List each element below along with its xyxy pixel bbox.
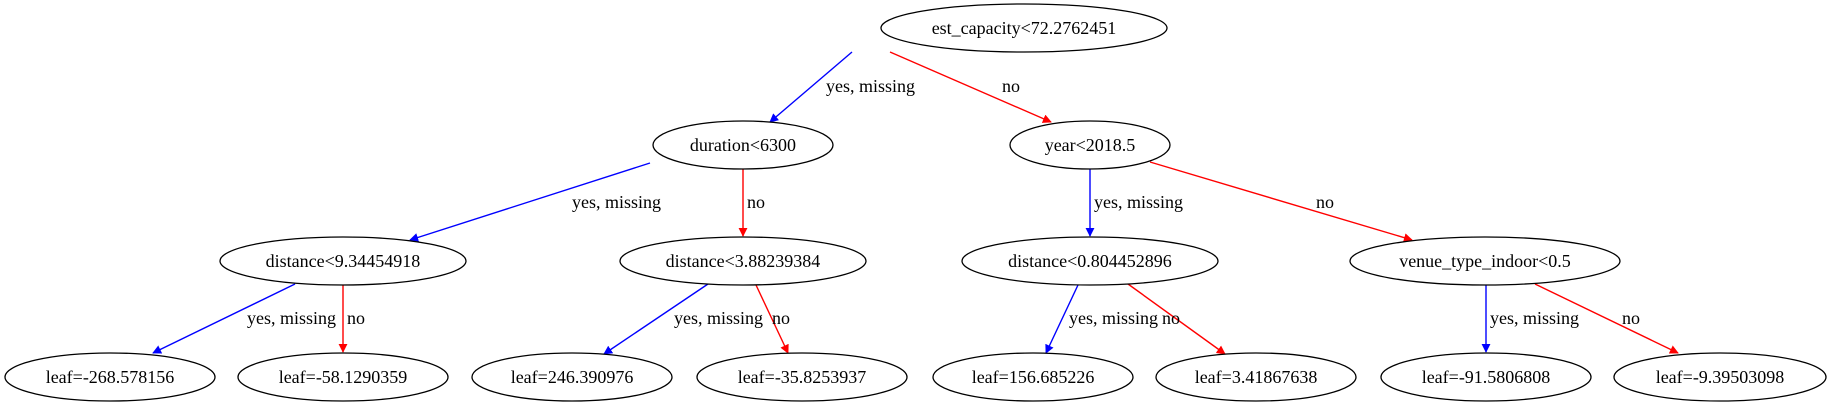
node-ellipse: [880, 3, 1168, 53]
edge-label: no: [1002, 76, 1020, 96]
leaf-node: leaf=3.41867638: [1155, 352, 1357, 402]
edge-arrow: [755, 284, 789, 354]
edge-label: no: [1622, 308, 1640, 328]
edge-arrow: [152, 283, 296, 354]
node-ellipse: [696, 352, 908, 402]
edge-label: no: [347, 308, 365, 328]
split-node: est_capacity<72.2762451: [880, 3, 1168, 53]
edge-arrow: [409, 162, 651, 242]
node-ellipse: [471, 352, 673, 402]
node-label: leaf=-58.1290359: [279, 367, 408, 387]
split-node: distance<3.88239384: [619, 236, 867, 286]
edge-label: yes, missing: [247, 308, 336, 328]
node-label: leaf=246.390976: [511, 367, 634, 387]
node-ellipse: [1349, 236, 1621, 286]
leaf-node: leaf=246.390976: [471, 352, 673, 402]
node-ellipse: [1613, 352, 1827, 402]
edge-arrow: [1149, 161, 1413, 243]
edge-label: yes, missing: [1094, 192, 1183, 212]
edge-n5-n12: no: [1127, 283, 1226, 355]
edge-n1-n3: yes, missing: [409, 162, 661, 242]
node-label: distance<9.34454918: [266, 251, 421, 271]
edge-arrow: [769, 51, 853, 123]
leaf-node: leaf=-9.39503098: [1613, 352, 1827, 402]
node-label: distance<3.88239384: [666, 251, 821, 271]
edge-label: no: [1162, 308, 1180, 328]
edge-arrow: [1534, 283, 1679, 354]
leaf-node: leaf=-268.578156: [4, 352, 216, 402]
edge-label: yes, missing: [1069, 308, 1158, 328]
edge-label: yes, missing: [674, 308, 763, 328]
edge-n0-n2: no: [889, 51, 1052, 123]
node-ellipse: [1009, 120, 1171, 170]
node-ellipse: [1155, 352, 1357, 402]
edge-arrow: [1045, 284, 1079, 354]
edge-label: no: [1316, 192, 1334, 212]
edge-label: yes, missing: [572, 192, 661, 212]
nodes-layer: est_capacity<72.2762451 duration<6300 year…: [4, 3, 1827, 402]
edge-label: no: [747, 192, 765, 212]
node-ellipse: [652, 120, 834, 170]
edge-label: no: [772, 308, 790, 328]
edge-n6-n14: no: [1534, 283, 1679, 354]
node-label: leaf=-268.578156: [46, 367, 175, 387]
leaf-node: leaf=-58.1290359: [237, 352, 449, 402]
edge-n1-n4: no: [738, 169, 765, 237]
node-ellipse: [619, 236, 867, 286]
edge-label: yes, missing: [1490, 308, 1579, 328]
split-node: distance<0.804452896: [961, 236, 1219, 286]
edge-n6-n13: yes, missing: [1481, 285, 1579, 353]
split-node: distance<9.34454918: [219, 236, 467, 286]
edge-n2-n6: no: [1149, 161, 1413, 243]
node-label: venue_type_indoor<0.5: [1399, 251, 1571, 271]
node-label: leaf=3.41867638: [1195, 367, 1318, 387]
edge-arrow: [603, 283, 709, 355]
leaf-node: leaf=156.685226: [932, 352, 1134, 402]
edge-n3-n8: no: [338, 285, 365, 353]
edge-arrow: [889, 51, 1052, 123]
node-ellipse: [4, 352, 216, 402]
split-node: year<2018.5: [1009, 120, 1171, 170]
edge-n5-n11: yes, missing: [1045, 284, 1158, 354]
node-label: duration<6300: [690, 135, 796, 155]
node-label: leaf=156.685226: [972, 367, 1095, 387]
node-label: leaf=-35.8253937: [738, 367, 867, 387]
node-label: leaf=-9.39503098: [1656, 367, 1785, 387]
node-ellipse: [932, 352, 1134, 402]
edge-n4-n10: no: [755, 284, 790, 354]
node-label: leaf=-91.5806808: [1422, 367, 1551, 387]
edge-arrow: [1127, 283, 1226, 355]
node-ellipse: [219, 236, 467, 286]
edge-n0-n1: yes, missing: [769, 51, 915, 123]
leaf-node: leaf=-35.8253937: [696, 352, 908, 402]
edge-n4-n9: yes, missing: [603, 283, 763, 355]
split-node: venue_type_indoor<0.5: [1349, 236, 1621, 286]
node-label: est_capacity<72.2762451: [932, 18, 1117, 38]
leaf-node: leaf=-91.5806808: [1380, 352, 1592, 402]
edge-label: yes, missing: [826, 76, 915, 96]
node-ellipse: [961, 236, 1219, 286]
node-ellipse: [1380, 352, 1592, 402]
node-label: year<2018.5: [1045, 135, 1136, 155]
edge-n2-n5: yes, missing: [1085, 169, 1183, 237]
node-label: distance<0.804452896: [1008, 251, 1172, 271]
node-ellipse: [237, 352, 449, 402]
split-node: duration<6300: [652, 120, 834, 170]
edge-n3-n7: yes, missing: [152, 283, 336, 354]
